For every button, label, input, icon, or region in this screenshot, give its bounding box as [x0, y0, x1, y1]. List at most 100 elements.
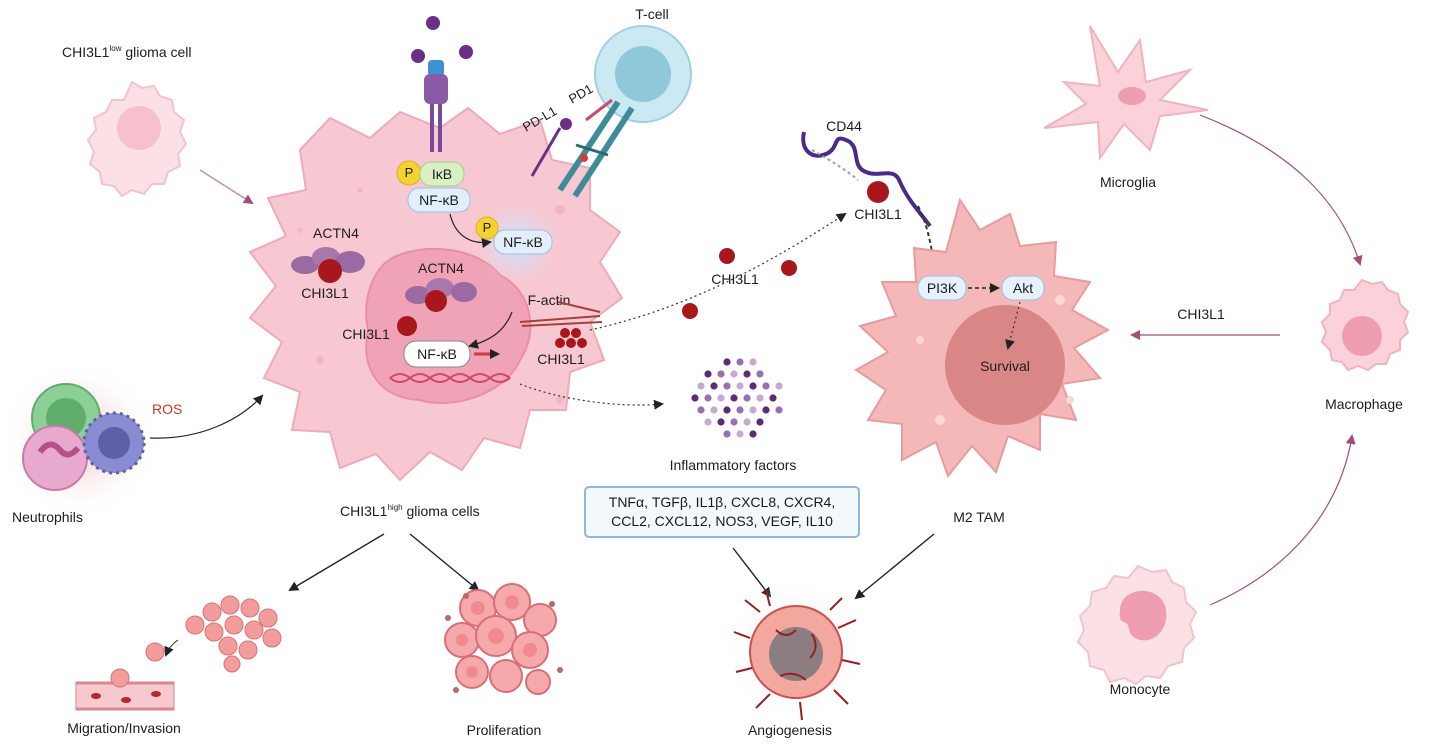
factor-dot	[736, 406, 744, 414]
factor-dot	[717, 418, 725, 426]
factor-dot	[697, 382, 705, 390]
actn4-complex-icon-1	[291, 247, 365, 283]
ros-arrow	[149, 394, 264, 439]
factor-dot	[736, 358, 744, 366]
macrophage-icon	[1320, 278, 1410, 372]
angiogenesis-label: Angiogenesis	[748, 722, 832, 738]
migration-label: Migration/Invasion	[67, 720, 181, 736]
f-actin-label: F-actin	[528, 292, 571, 308]
factor-dot	[749, 382, 757, 390]
factors-line-1: TNFα, TGFβ, IL1β, CXCL8, CXCR4,	[608, 494, 836, 510]
proliferation-label: Proliferation	[467, 722, 542, 738]
actn4-label-1: ACTN4	[313, 225, 359, 241]
factor-dot	[749, 406, 757, 414]
nfkb-label-2: NF-κB	[503, 234, 543, 250]
factor-dot	[723, 406, 731, 414]
factor-dot	[697, 406, 705, 414]
actn4-label-2: ACTN4	[418, 260, 464, 276]
pdl1-ligand-icon	[530, 118, 572, 177]
factor-dot	[710, 382, 718, 390]
factor-dot	[691, 394, 699, 402]
factors-line-2: CCL2, CXCL12, NOS3, VEGF, IL10	[611, 513, 833, 529]
proliferation-arrow	[409, 533, 480, 592]
akt-box	[1001, 275, 1045, 301]
factor-dot	[743, 394, 751, 402]
m2-tam-icon	[854, 197, 1111, 479]
nfkb-box-1	[407, 187, 471, 213]
factor-dot	[723, 430, 731, 438]
monocyte-label: Monocyte	[1110, 681, 1171, 697]
chi3l1-low-cell-icon	[86, 80, 188, 198]
factor-dot	[769, 394, 777, 402]
nfkb-nuclear-arrow	[468, 311, 513, 349]
factor-dot	[730, 418, 738, 426]
tam-angio-arrow	[854, 533, 935, 600]
angiogenesis-tumor-icon	[733, 589, 861, 721]
factor-dot	[756, 370, 764, 378]
inflammatory-factors-box: TNFα, TGFβ, IL1β, CXCL8, CXCR4, CCL2, CX…	[584, 486, 860, 538]
ikb-box	[419, 161, 465, 187]
low-to-high-arrow	[199, 169, 254, 205]
factor-dot	[762, 382, 770, 390]
ros-label: ROS	[152, 401, 182, 417]
pi3k-label: PI3K	[927, 280, 958, 296]
factor-dot	[710, 406, 718, 414]
pd1-receptor-icon	[557, 98, 635, 198]
phospho-label: P	[405, 165, 414, 180]
factor-dot	[756, 394, 764, 402]
factor-dot	[743, 370, 751, 378]
t-cell-icon	[594, 25, 692, 123]
chi3l1-high-label: CHI3L1high glioma cells	[340, 503, 480, 519]
inflammatory-arrow	[519, 383, 664, 410]
f-actin-icon	[519, 301, 603, 327]
proliferation-icon	[444, 583, 563, 695]
factor-dot	[762, 406, 770, 414]
factor-dot	[756, 418, 764, 426]
secretion-arrow	[589, 212, 847, 331]
inflammatory-factors-icon	[691, 358, 783, 438]
factor-dot	[749, 430, 757, 438]
receptor-icon	[411, 16, 473, 152]
pd1-label: PD1	[566, 81, 595, 107]
nfkb-label-3: NF-κB	[417, 346, 457, 362]
migration-arrow	[288, 533, 385, 592]
microglia-label: Microglia	[1100, 174, 1156, 190]
akt-label: Akt	[1013, 280, 1033, 296]
macrophage-label: Macrophage	[1325, 396, 1403, 412]
neutrophil-icon	[22, 383, 146, 491]
chi3l1-cluster-icon	[555, 328, 587, 348]
factor-dot	[704, 394, 712, 402]
chi3l1-label-secreted: CHI3L1	[711, 271, 759, 287]
chi3l1-label-nucleus: CHI3L1	[342, 326, 390, 342]
chi3l1-label-factin: CHI3L1	[537, 351, 585, 367]
chi3l1-low-label: CHI3L1low glioma cell	[62, 44, 192, 60]
monocyte-icon	[1076, 564, 1198, 686]
m2-tam-label: M2 TAM	[953, 509, 1005, 525]
chi3l1-label-cyto: CHI3L1	[301, 285, 349, 301]
neutrophils-label: Neutrophils	[12, 509, 83, 525]
nfkb-box-3	[403, 340, 471, 368]
monocyte-macrophage-arrow	[1209, 434, 1356, 606]
nfkb-release-arrow	[449, 213, 492, 249]
cd44-label: CD44	[826, 118, 862, 134]
nfkb-label-1: NF-κB	[419, 192, 459, 208]
t-cell-label: T-cell	[635, 6, 668, 22]
factor-dot	[704, 370, 712, 378]
factor-dot	[775, 382, 783, 390]
factor-dot	[723, 358, 731, 366]
cd44-receptor-icon	[801, 131, 935, 265]
factor-dot	[736, 430, 744, 438]
factor-dot	[730, 370, 738, 378]
factor-dot	[717, 394, 725, 402]
migration-icon	[75, 595, 282, 711]
factor-dot	[775, 406, 783, 414]
phospho-label-2: P	[483, 220, 492, 235]
microglia-icon	[1043, 25, 1209, 161]
factor-dot	[736, 382, 744, 390]
chi3l1-label-cd44: CHI3L1	[854, 206, 902, 222]
factor-dot	[749, 358, 757, 366]
factor-dot	[704, 418, 712, 426]
factor-dot	[717, 370, 725, 378]
